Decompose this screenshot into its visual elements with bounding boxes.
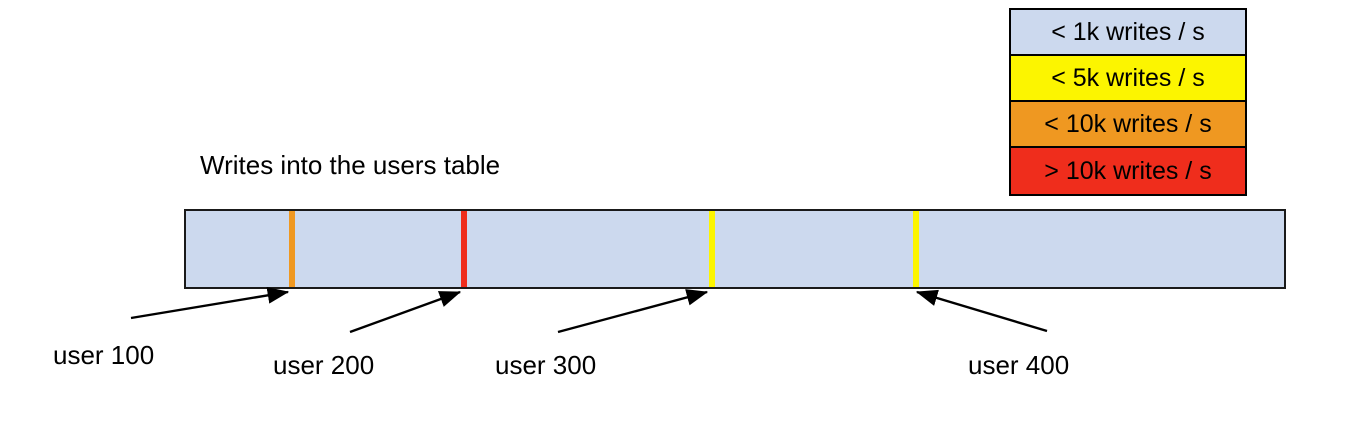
legend-row-lt-1k: < 1k writes / s [1011, 10, 1245, 56]
legend-row-gt-10k: > 10k writes / s [1011, 148, 1245, 194]
user-300-stripe [709, 211, 715, 287]
users-table-bar [184, 209, 1286, 289]
user-200-stripe [461, 211, 467, 287]
label-user-100: user 100 [53, 340, 155, 370]
arrow-user-100 [130, 287, 290, 320]
legend-row-lt-10k: < 10k writes / s [1011, 102, 1245, 148]
chart-title: Writes into the users table [200, 150, 501, 180]
writes-legend: < 1k writes / s < 5k writes / s < 10k wr… [1009, 8, 1247, 196]
legend-row-lt-5k: < 5k writes / s [1011, 56, 1245, 102]
user-400-stripe [913, 211, 919, 287]
legend-label-lt-10k: < 10k writes / s [1044, 109, 1212, 138]
label-user-300: user 300 [495, 350, 597, 380]
legend-label-lt-1k: < 1k writes / s [1051, 17, 1205, 46]
user-100-stripe [289, 211, 295, 287]
arrow-user-400 [915, 289, 1048, 333]
legend-label-gt-10k: > 10k writes / s [1044, 156, 1212, 185]
legend-label-lt-5k: < 5k writes / s [1051, 63, 1205, 92]
arrow-user-200 [349, 290, 462, 334]
arrow-user-300 [557, 289, 709, 334]
label-user-400: user 400 [968, 350, 1070, 380]
label-user-200: user 200 [273, 350, 375, 380]
